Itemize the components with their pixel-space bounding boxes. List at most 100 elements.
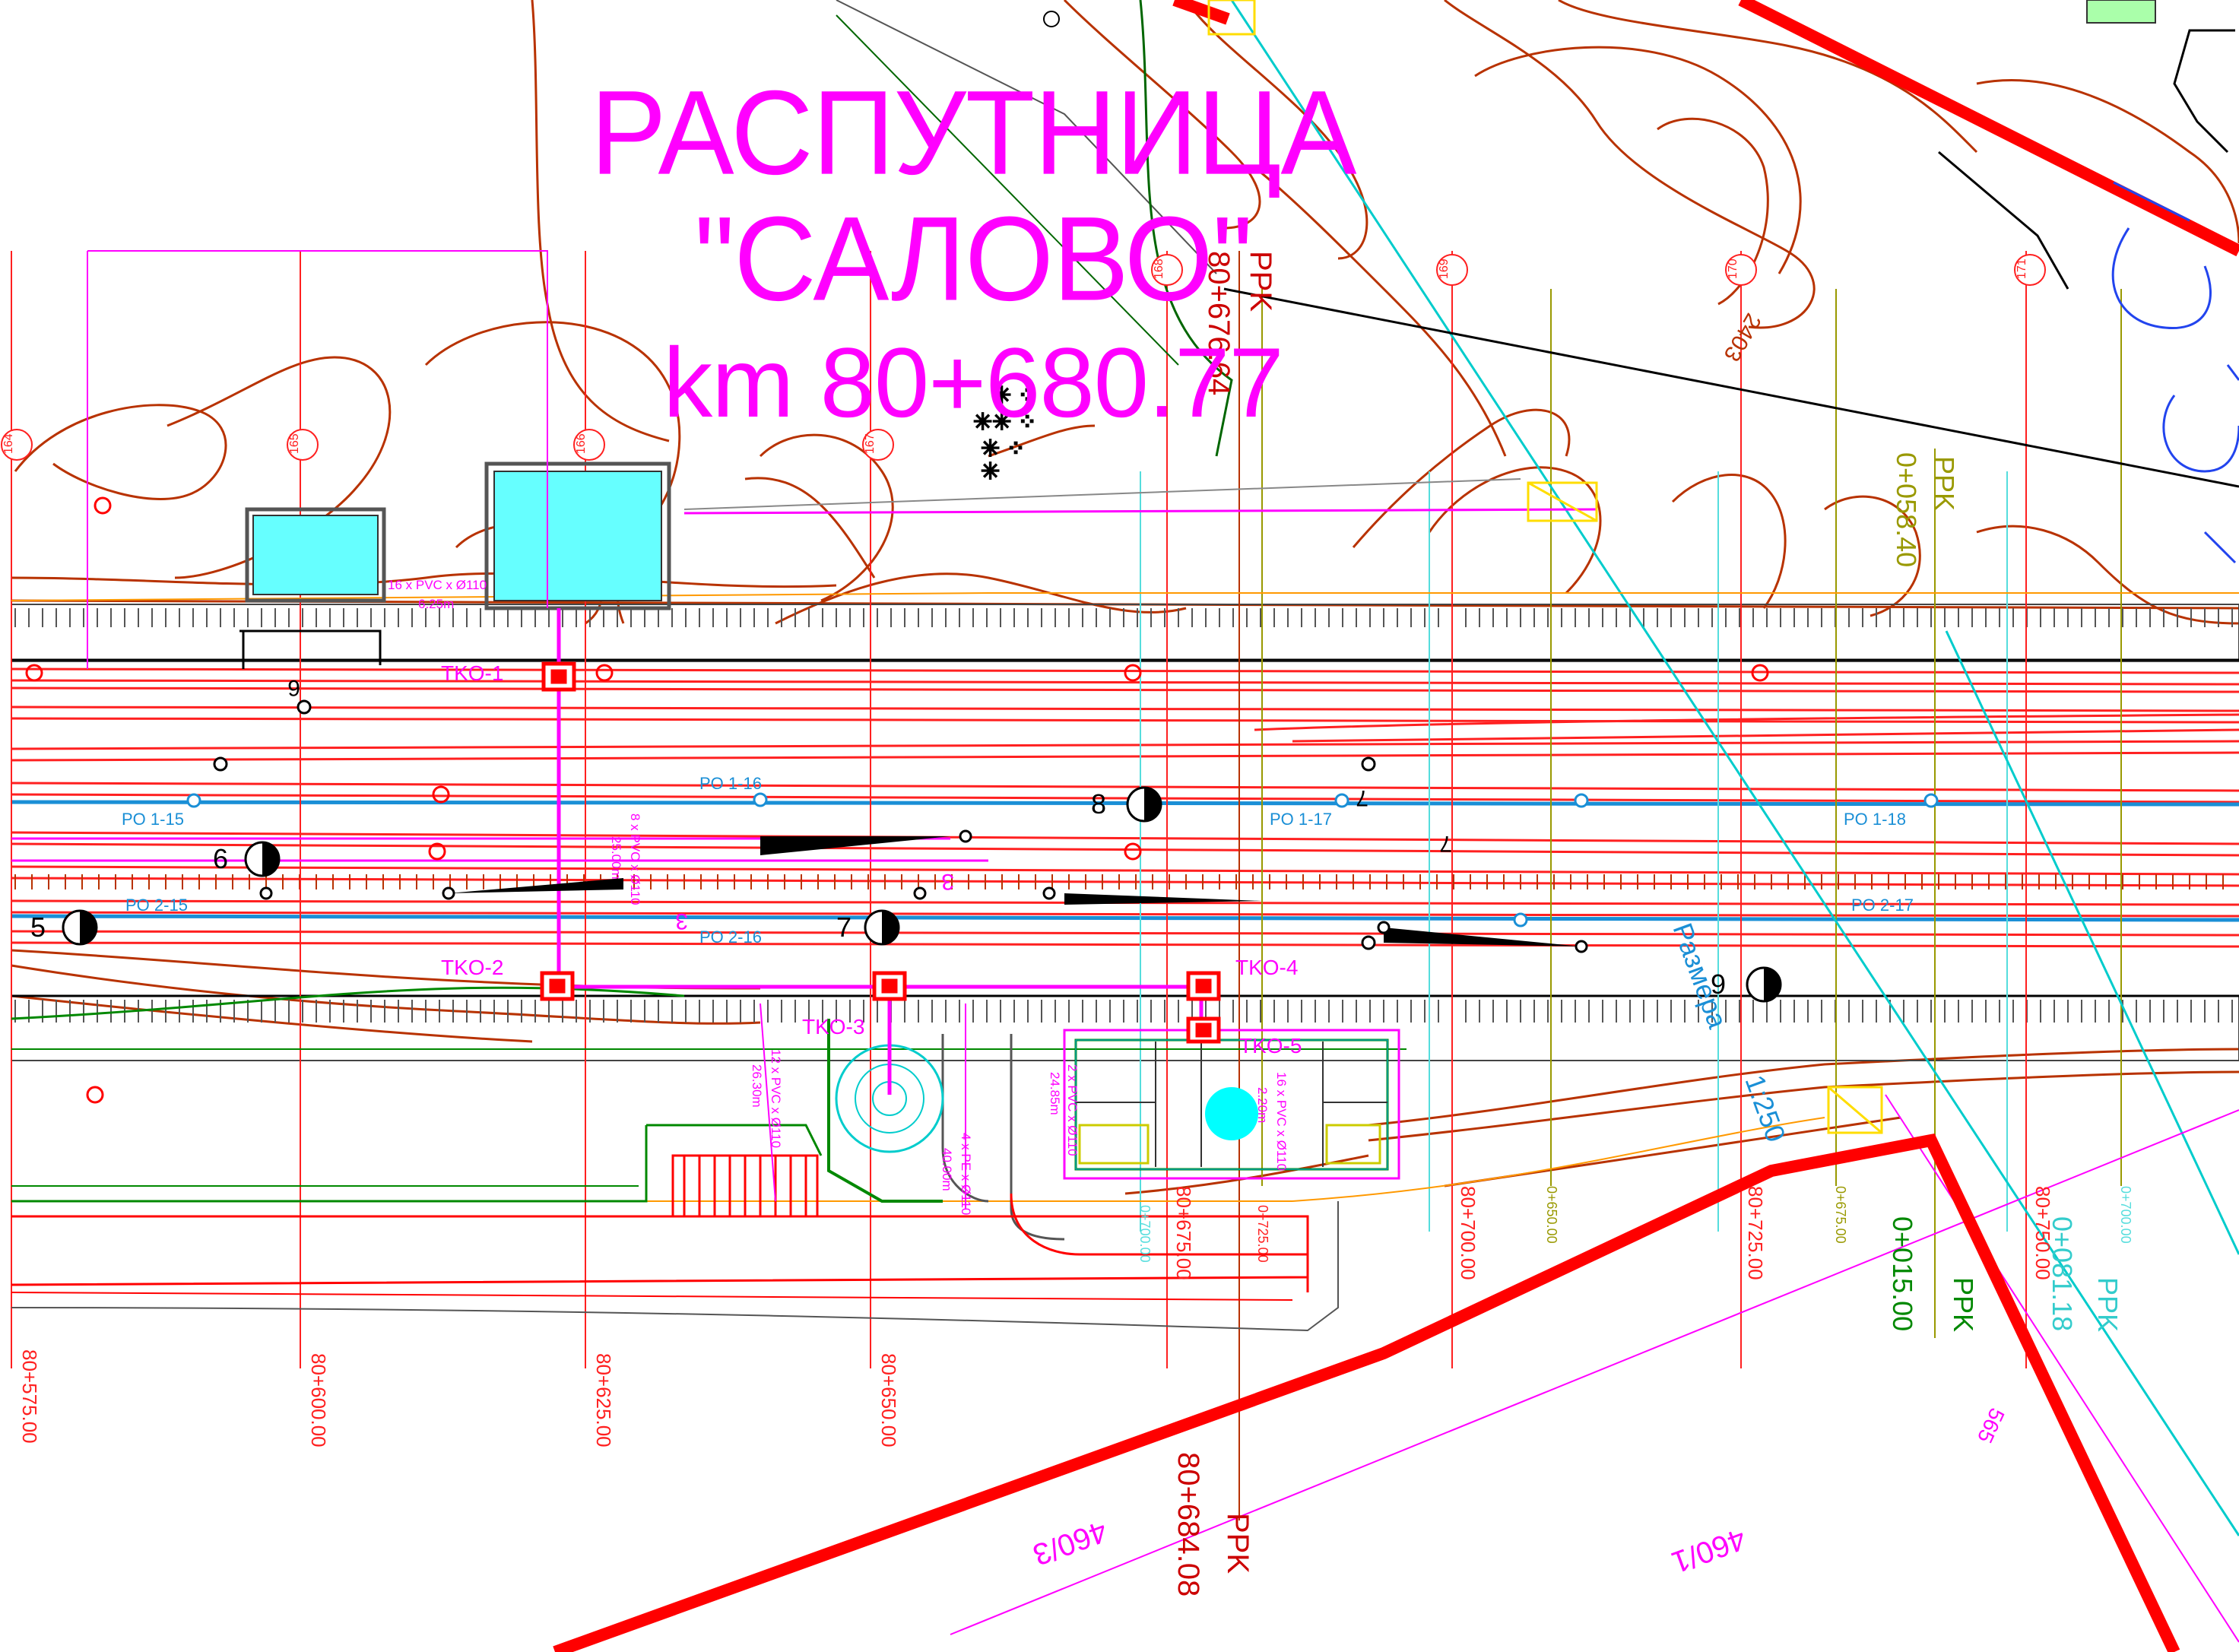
svg-text:✳ ⁘: ✳ ⁘ (992, 383, 1037, 408)
station-name: РАСПУТНИЦА "САЛОВО" (590, 65, 1357, 325)
drain-label: PO 2-16 (699, 927, 762, 946)
signal-number: 6 (213, 843, 228, 874)
track-lines (11, 667, 2239, 948)
cable-note: 16 x PVC x Ø110 (388, 578, 487, 592)
cable-note: 25.00m (609, 836, 623, 880)
ppk-green-label: PPK (1948, 1277, 1979, 1332)
chainage-label: 80+700.00 (1457, 1186, 1479, 1280)
chainage-label: 80+625.00 (592, 1353, 615, 1447)
chainage-label: 80+600.00 (307, 1353, 330, 1447)
manhole-label: TKO-2 (441, 956, 503, 979)
signal-fill (80, 911, 97, 944)
track-number: 7 (1356, 785, 1368, 810)
signal-number: 7 (836, 912, 852, 943)
manhole-label: TKO-4 (1235, 956, 1298, 979)
signal-number: 5 (30, 912, 46, 943)
chainage-small: 0+700.00 (2118, 1186, 2133, 1244)
signals: 5 6 7 8 9 (30, 786, 1782, 1003)
drain-label: PO 1-16 (699, 774, 762, 793)
drain-arrows (186, 792, 1939, 927)
ppk-top-label: PPK (1244, 251, 1277, 312)
cable-note: 4 x PE x Ø110 (959, 1133, 973, 1215)
profile-circle (1436, 254, 1468, 286)
axis-lines (11, 0, 2239, 1643)
chainage-small: 0+675.00 (1833, 1186, 1848, 1244)
track-number: 3 (675, 908, 688, 934)
signal-number: 8 (1091, 788, 1106, 820)
handwritten-note (2111, 181, 2239, 564)
chainage-label: 80+675.00 (1172, 1186, 1195, 1280)
dot-markers (213, 699, 1588, 953)
steps (11, 1124, 1339, 1332)
platform-hatch-top (14, 608, 2233, 627)
station-km: km 80+680.77 (663, 327, 1284, 438)
svg-text:✳✳ ⁘: ✳✳ ⁘ (973, 410, 1037, 435)
chainage-label: 80+750.00 (2031, 1186, 2054, 1280)
chainage-small: 0+725.00 (1255, 1205, 1270, 1263)
cable-note: 40.00m (940, 1148, 954, 1191)
profile-circle (573, 429, 605, 461)
cable-note: 2 x PVC x Ø110 (1065, 1064, 1080, 1156)
ppk-cyan-label: PPK (2092, 1277, 2123, 1332)
station-building (1063, 1029, 1400, 1180)
ppk-top-km: 80+676.64 (1202, 251, 1235, 395)
misc-symbols (25, 496, 1769, 1104)
ppk-olive-label: PPK (1929, 456, 1960, 511)
signal-fill (1764, 968, 1781, 1001)
track-number: 3 (941, 869, 954, 894)
chainage-label: 80+575.00 (18, 1349, 41, 1444)
profile-circle (1151, 254, 1183, 286)
profile-number: 165 (288, 433, 301, 454)
signal-fill (262, 842, 279, 876)
manhole-label: TKO-1 (441, 661, 503, 685)
profile-circle (2014, 254, 2046, 286)
chainage-small: 0+700.00 (1137, 1205, 1153, 1263)
track-number: 7 (1439, 831, 1452, 856)
profile-number: 169 (1438, 258, 1451, 279)
manhole-symbols (540, 661, 1221, 1044)
ppk-olive-km: 0+058.40 (1891, 452, 1922, 567)
cable-note: 26.30m (750, 1064, 764, 1108)
turnout-frogs (449, 836, 1581, 946)
drain-label: PO 2-15 (125, 896, 188, 915)
track-number: 6 (287, 675, 300, 700)
cable-note: 6.25m (418, 597, 454, 611)
platform-edges (11, 604, 2239, 1061)
profile-circle (1, 429, 33, 461)
profile-number: 171 (2015, 258, 2028, 279)
signal-fill (882, 911, 899, 944)
platform-hatch-bottom (14, 1000, 2233, 1023)
parcel-boundary (553, 0, 2239, 1652)
cable-note: 16 x PVC x Ø110 (1274, 1072, 1289, 1171)
drain-label: PO 1-18 (1844, 810, 1906, 829)
drain-label: PO 1-17 (1270, 810, 1332, 829)
cable-note: 12 x PVC x Ø110 (769, 1049, 783, 1148)
profile-number: 167 (864, 433, 877, 454)
profile-circle (287, 429, 319, 461)
ppk-cyan-km: 0+081.18 (2047, 1216, 2078, 1331)
drain-label: PO 2-17 (1851, 896, 1914, 915)
ppk-green-km: 0+015.00 (1887, 1216, 1918, 1331)
ppk-bottom-label: PPK (1221, 1513, 1254, 1574)
cable-note: 24.85m (1048, 1072, 1062, 1115)
profile-number: 164 (2, 433, 15, 454)
profile-circle (1725, 254, 1757, 286)
ppk-bottom-km: 80+684.08 (1172, 1452, 1205, 1597)
profile-circle (862, 429, 894, 461)
station-title: РАСПУТНИЦА "САЛОВО" km 80+680.77 (426, 69, 1521, 438)
chainage-label: 80+650.00 (877, 1353, 900, 1447)
manhole-label: TKO-3 (802, 1015, 864, 1038)
cable-note: 2.20m (1255, 1087, 1270, 1123)
profile-number: 168 (1153, 258, 1165, 279)
signal-fill (1144, 788, 1161, 821)
reservoirs (239, 0, 2235, 669)
signal-number: 9 (1711, 969, 1726, 1000)
svg-text:✳ ⁘: ✳ ⁘ (981, 436, 1026, 461)
drainage-lines (11, 800, 2239, 922)
trees: ✳ ⁘ ✳✳ ⁘ ✳ ⁘ ✳ (972, 11, 1060, 485)
profile-number: 170 (1727, 258, 1740, 279)
svg-text:✳: ✳ (981, 459, 1000, 484)
manhole-label: TKO-5 (1239, 1034, 1302, 1057)
profile-number: 166 (575, 433, 588, 454)
